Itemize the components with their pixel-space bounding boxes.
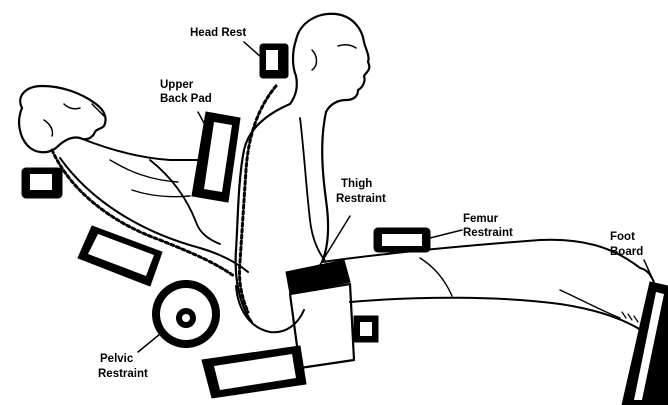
pelvic-restraint-roller [152, 280, 220, 348]
seat-base-pad [202, 346, 306, 398]
thigh-restraint-label-line-2: Restraint [336, 193, 386, 205]
femur-restraint-leader [430, 230, 462, 238]
seat-block [290, 284, 378, 368]
head-rest-leader [244, 42, 262, 58]
reclined-head-pad [22, 168, 62, 198]
head-rest-pad [260, 44, 288, 78]
femur-restraint-pad [374, 228, 430, 252]
pelvic-restraint-label-line-2: Restraint [98, 368, 148, 380]
thigh-restraint-label: Thigh Restraint [336, 178, 386, 205]
pelvic-restraint-label-line-1: Pelvic [100, 353, 134, 365]
foot-board-label: Foot Board [610, 231, 643, 258]
upper-back-pad [192, 112, 240, 202]
femur-restraint-label-line-2: Restraint [463, 227, 513, 239]
thigh-restraint-label-line-1: Thigh [341, 178, 372, 190]
upper-back-pad-label-line-2: Back Pad [160, 93, 212, 105]
pelvic-restraint-leader [138, 334, 160, 352]
foot-board-label-line-1: Foot [610, 231, 635, 243]
foot-board-label-line-2: Board [610, 246, 643, 258]
upper-back-pad-label-line-1: Upper [160, 79, 194, 91]
femur-restraint-label: Femur Restraint [463, 213, 513, 239]
femur-restraint-label-line-1: Femur [463, 213, 499, 225]
pelvic-restraint-label: Pelvic Restraint [98, 353, 148, 380]
upper-back-pad-label: Upper Back Pad [160, 79, 212, 105]
head-rest-label: Head Rest [190, 27, 246, 39]
foot-board [622, 282, 668, 405]
